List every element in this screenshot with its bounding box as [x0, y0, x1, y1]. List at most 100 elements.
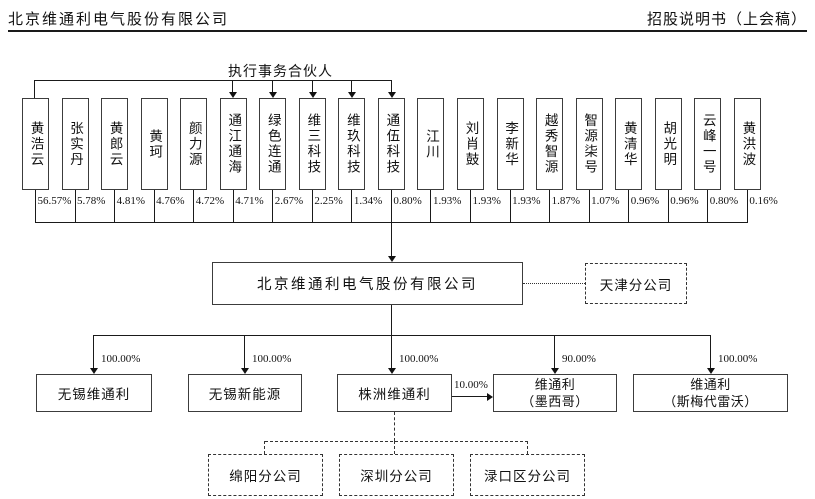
arrow-down-icon [90, 368, 98, 374]
shareholder-box: 刘肖鼓 [457, 98, 485, 190]
branch-box-mianyang: 绵阳分公司 [208, 454, 323, 496]
connector-line [509, 190, 511, 222]
connector-line [35, 190, 36, 222]
connector-line [311, 190, 313, 222]
shareholder-name: 黄清华 [621, 120, 637, 168]
shareholder-box: 江川 [417, 98, 445, 190]
branch-dashed-busline [265, 441, 528, 442]
subsidiary-box-weitongli-mexico: 维通利 （墨西哥） [493, 374, 617, 412]
company-name: 北京维通利电气股份有限公司 [257, 277, 478, 293]
arrow-down-icon [348, 92, 356, 98]
shareholder-name: 张实丹 [68, 120, 84, 168]
arrow-down-icon [229, 92, 237, 98]
shareholder-percentage: 0.96% [670, 195, 699, 207]
branch-dashed-drop [394, 412, 395, 441]
shareholder-cell: 云峰一号 0.80% [694, 98, 738, 232]
subsidiary-box-zhuzhou-weitongli: 株洲维通利 [337, 374, 452, 412]
branch-name: 深圳分公司 [360, 469, 433, 484]
shareholder-box: 黄郎云 [101, 98, 129, 190]
ownership-percentage: 100.00% [718, 353, 758, 365]
subsidiary-name-sub: （墨西哥） [521, 394, 589, 409]
shareholder-box: 绿色连通 [259, 98, 287, 190]
shareholder-percentage: 2.67% [274, 195, 304, 207]
arrow-down-icon [388, 256, 396, 262]
executive-partner-arrow-line [312, 80, 313, 93]
shareholder-name: 江川 [423, 128, 439, 160]
shareholder-name: 绿色连通 [265, 113, 281, 175]
subsidiary-box-weitongli-smederevo: 维通利 （斯梅代雷沃） [633, 374, 788, 412]
shareholder-box: 黄浩云 [22, 98, 49, 190]
shareholder-cell: 维玖科技 1.34% [338, 98, 382, 232]
shareholder-percentage: 0.80% [709, 195, 739, 207]
connector-line [351, 190, 353, 222]
header-divider [8, 30, 807, 32]
connector-line [114, 190, 116, 222]
shareholder-box: 胡光明 [654, 98, 682, 190]
subsidiary-drop-line [391, 305, 392, 335]
shareholder-cell: 刘肖鼓 1.93% [457, 98, 501, 232]
shareholder-name: 胡光明 [661, 120, 677, 168]
arrow-down-icon [309, 92, 317, 98]
subsidiary-arrow-line [710, 335, 711, 368]
executive-partner-arrow-line [272, 80, 273, 93]
shareholder-box: 维玖科技 [338, 98, 366, 190]
shareholder-name: 刘肖鼓 [463, 120, 479, 168]
cross-holding-arrow-line [452, 396, 487, 397]
shareholder-percentage: 1.93% [472, 195, 501, 207]
executive-partner-arrow-line [391, 80, 392, 93]
executive-partner-connector [34, 80, 35, 98]
header-company-title: 北京维通利电气股份有限公司 [8, 12, 230, 28]
shareholder-box: 颜力源 [180, 98, 208, 190]
subsidiary-arrow-line [93, 335, 94, 368]
shareholder-name: 维玖科技 [344, 113, 360, 175]
shareholder-name: 智源柒号 [582, 113, 598, 175]
shareholder-percentage: 2.25% [314, 195, 343, 207]
executive-partner-busline [35, 80, 392, 81]
connector-line [588, 190, 590, 222]
shareholder-percentage: 4.71% [235, 195, 264, 207]
connector-line [430, 190, 432, 222]
shareholder-box: 越秀智源 [536, 98, 564, 190]
shareholder-box: 智源柒号 [575, 98, 603, 190]
arrow-right-icon [487, 393, 493, 401]
shareholder-box: 黄珂 [140, 98, 168, 190]
subsidiary-name: 维通利 [534, 377, 576, 392]
connector-line [390, 190, 392, 222]
ownership-percentage: 100.00% [101, 353, 141, 365]
subsidiary-name: 无锡新能源 [208, 387, 282, 402]
subsidiary-arrow-line [391, 335, 392, 368]
shareholder-percentage: 4.72% [195, 195, 225, 207]
ownership-percentage: 100.00% [399, 353, 439, 365]
shareholder-box: 李新华 [496, 98, 524, 190]
subsidiary-box-wuxi-xinnengyuan: 无锡新能源 [188, 374, 302, 412]
executive-partner-label: 执行事务合伙人 [228, 65, 333, 80]
connector-line [667, 190, 669, 222]
connector-line [549, 190, 551, 222]
subsidiary-name-sub: （斯梅代雷沃） [663, 394, 758, 409]
shareholder-percentage: 4.81% [116, 195, 146, 207]
header-doc-type: 招股说明书（上会稿） [646, 12, 807, 28]
branch-dashed-connector [264, 441, 265, 454]
tianjin-connector [523, 283, 585, 284]
shareholder-percentage: 1.34% [353, 195, 383, 207]
shareholder-percentage: 1.93% [512, 195, 541, 207]
shareholder-box: 黄洪波 [733, 98, 761, 190]
shareholder-box: 张实丹 [61, 98, 89, 190]
shareholder-name: 黄洪波 [740, 120, 756, 168]
shareholder-box: 云峰一号 [694, 98, 722, 190]
shareholder-percentage: 0.80% [393, 195, 422, 207]
connector-line [470, 190, 472, 222]
connector-line [193, 190, 195, 222]
arrow-down-icon [707, 368, 715, 374]
subsidiary-arrow-line [244, 335, 245, 368]
